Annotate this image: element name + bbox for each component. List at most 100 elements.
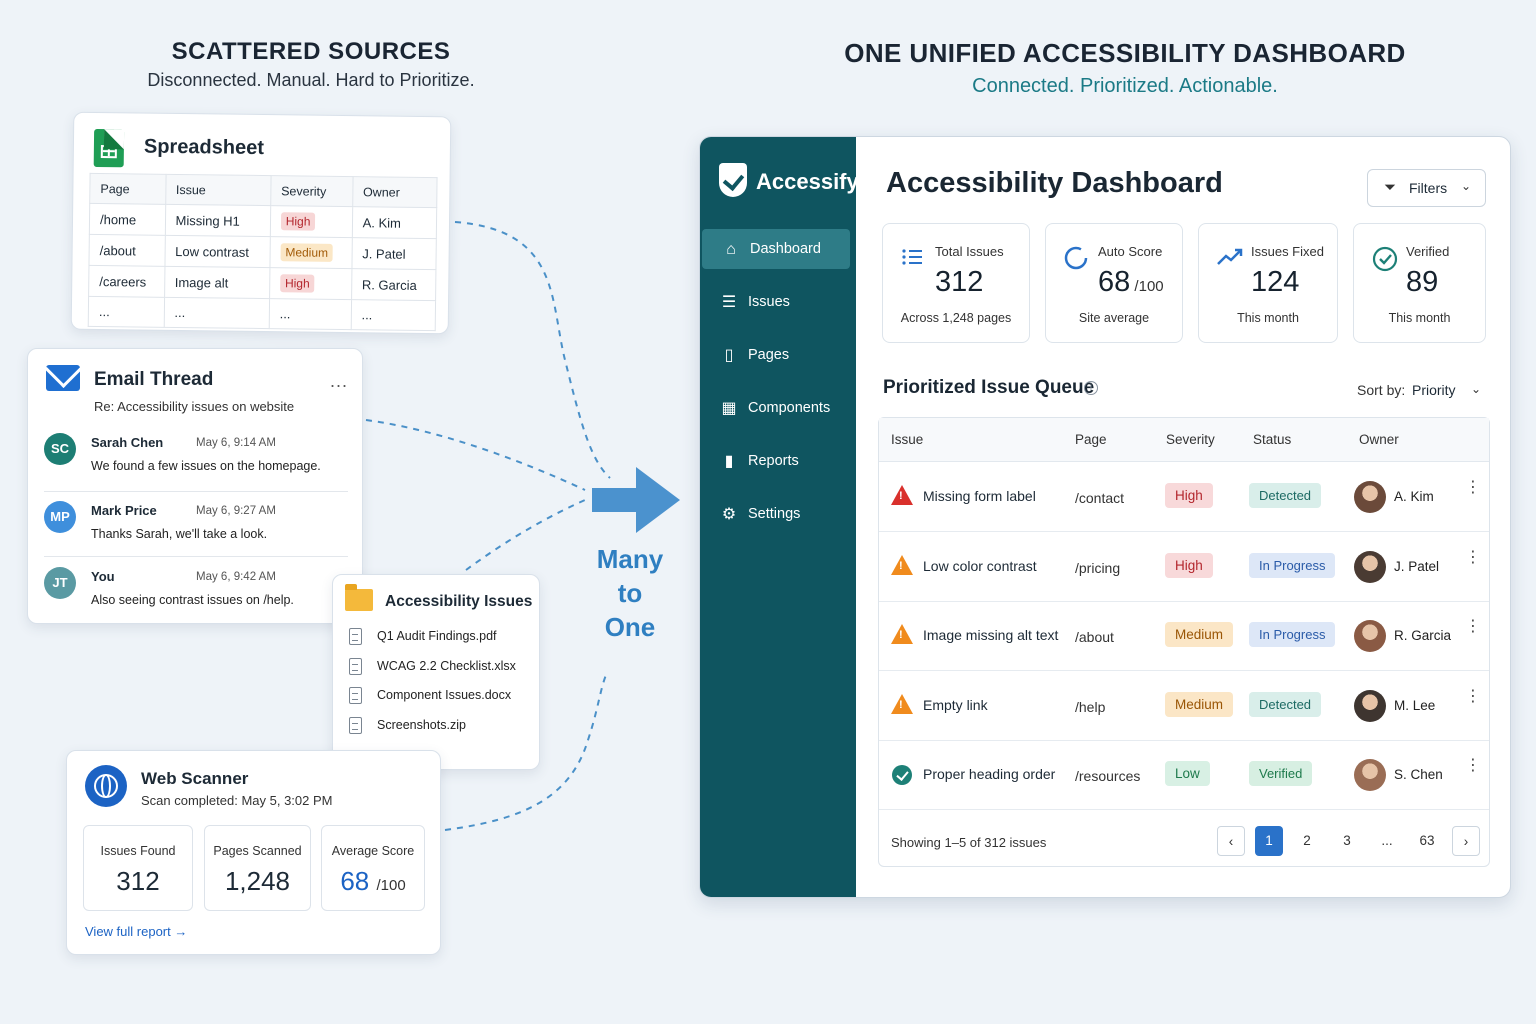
kpi-value: 89 xyxy=(1406,266,1438,299)
right-title: ONE UNIFIED ACCESSIBILITY DASHBOARD xyxy=(844,38,1406,68)
divider xyxy=(44,491,348,492)
issue-page[interactable]: /resources xyxy=(1075,768,1141,784)
col-status[interactable]: Status xyxy=(1253,432,1292,447)
avatar xyxy=(1354,759,1386,791)
home-icon: ⌂ xyxy=(726,241,736,258)
kpi-value: 312 xyxy=(935,266,983,299)
stat-number: 68 xyxy=(340,866,370,896)
message-text: We found a few issues on the homepage. xyxy=(91,459,321,473)
sidebar-item-settings[interactable]: ⚙ Settings xyxy=(700,494,850,534)
left-subtitle: Disconnected. Manual. Hard to Prioritize… xyxy=(147,70,475,90)
col-owner[interactable]: Owner xyxy=(1359,432,1399,447)
issue-name[interactable]: Missing form label xyxy=(923,488,1036,504)
sidebar-item-dashboard[interactable]: ⌂Dashboard xyxy=(702,229,850,269)
sidebar-item-pages[interactable]: ▯ Pages xyxy=(700,335,850,375)
table-header: Issue Page Severity Status Owner xyxy=(879,418,1489,462)
sheet-cell: Missing H1 xyxy=(164,204,271,237)
issue-page[interactable]: /pricing xyxy=(1075,559,1121,576)
more-options-icon[interactable]: ⋮ xyxy=(1465,757,1481,774)
shield-check-icon xyxy=(719,163,747,197)
sidebar-item-label: Pages xyxy=(748,347,790,363)
issue-name[interactable]: Low color contrast xyxy=(923,557,1037,574)
sidebar-item-components[interactable]: ▦Components xyxy=(700,388,850,428)
page-button-63[interactable]: 63 xyxy=(1419,833,1435,848)
kpi-label: Total Issues xyxy=(935,244,1004,259)
avatar xyxy=(1354,689,1386,722)
filters-button[interactable]: ⏷ Filters ⌄ xyxy=(1367,169,1486,207)
status-badge: In Progress xyxy=(1249,622,1336,647)
right-arrow-icon xyxy=(592,467,680,533)
page-icon: ▯ xyxy=(724,347,734,364)
file-icon xyxy=(349,628,362,645)
status-badge: Detected xyxy=(1249,691,1322,717)
issue-page[interactable]: /contact xyxy=(1075,490,1125,506)
status-badge: Verified xyxy=(1249,761,1313,786)
issue-name[interactable]: Empty link xyxy=(923,696,988,713)
email-title: Email Thread xyxy=(94,369,214,390)
folder-card: Accessibility Issues Q1 Audit Findings.p… xyxy=(332,574,540,770)
kpi-subtext: Across 1,248 pages xyxy=(900,311,1012,325)
severity-badge: High xyxy=(279,274,315,293)
warning-icon xyxy=(891,624,913,644)
col-page[interactable]: Page xyxy=(1075,432,1107,447)
sidebar-item-label: Issues xyxy=(748,294,790,310)
sheet-cell: /home xyxy=(89,203,166,236)
brand-name: Accessify xyxy=(756,169,859,194)
more-options-icon[interactable]: ⋮ xyxy=(1465,548,1481,566)
right-subtitle: Connected. Prioritized. Actionable. xyxy=(972,75,1278,97)
list-icon xyxy=(901,246,923,268)
prev-page-button[interactable]: ‹ xyxy=(1217,826,1245,856)
issue-name[interactable]: Image missing alt text xyxy=(923,627,1059,643)
view-full-report-link[interactable]: View full report → xyxy=(85,924,188,939)
severity-badge: Medium xyxy=(1165,691,1234,717)
page-ellipsis: ... xyxy=(1381,833,1393,848)
more-icon[interactable]: ... xyxy=(329,371,348,391)
kpi-subtext: This month xyxy=(1388,311,1451,325)
kpi-label: Auto Score xyxy=(1098,244,1163,259)
kpi-suffix: /100 xyxy=(1130,278,1164,295)
sender-name: Sarah Chen xyxy=(91,435,164,450)
stat-value: 312 xyxy=(116,866,160,896)
kpi-number: 124 xyxy=(1251,266,1300,298)
sort-dropdown[interactable]: Priority xyxy=(1412,382,1456,398)
gear-icon: ⚙ xyxy=(721,506,737,523)
more-options-icon[interactable]: ⋮ xyxy=(1465,687,1481,705)
page-button-3[interactable]: 3 xyxy=(1343,833,1351,848)
next-page-button[interactable]: › xyxy=(1452,826,1480,856)
avatar xyxy=(1354,481,1386,513)
table-row[interactable]: Missing form label/contactHighDetectedA.… xyxy=(879,463,1489,532)
issue-page[interactable]: /help xyxy=(1075,698,1106,715)
info-icon[interactable]: i xyxy=(1084,381,1098,395)
stat-pages-scanned: Pages Scanned 1,248 xyxy=(204,825,311,911)
sheet-header: Issue xyxy=(165,174,271,206)
col-severity[interactable]: Severity xyxy=(1166,432,1215,447)
chevron-down-icon[interactable]: ⌄ xyxy=(1471,382,1482,396)
sidebar-item-label: Settings xyxy=(748,506,801,522)
col-issue[interactable]: Issue xyxy=(891,432,924,447)
stat-average-score: Average Score 68 /100 xyxy=(321,825,425,911)
dashboard-window: Accessify ⌂Dashboard ☰Issues ▯ Pages ▦Compon… xyxy=(699,136,1511,898)
page-button-2[interactable]: 2 xyxy=(1303,833,1311,848)
sidebar-item-issues[interactable]: ☰Issues xyxy=(700,282,850,322)
issue-page[interactable]: /about xyxy=(1075,629,1114,645)
more-options-icon[interactable]: ⋮ xyxy=(1465,618,1481,635)
issue-name[interactable]: Proper heading order xyxy=(923,766,1056,782)
more-options-icon[interactable]: ⋮ xyxy=(1465,479,1481,496)
sidebar-item-reports[interactable]: ▮Reports xyxy=(700,441,850,481)
message-text: Thanks Sarah, we'll take a look. xyxy=(91,527,268,541)
page-button-1[interactable]: 1 xyxy=(1255,826,1283,856)
sheet-cell: /about xyxy=(88,234,165,267)
